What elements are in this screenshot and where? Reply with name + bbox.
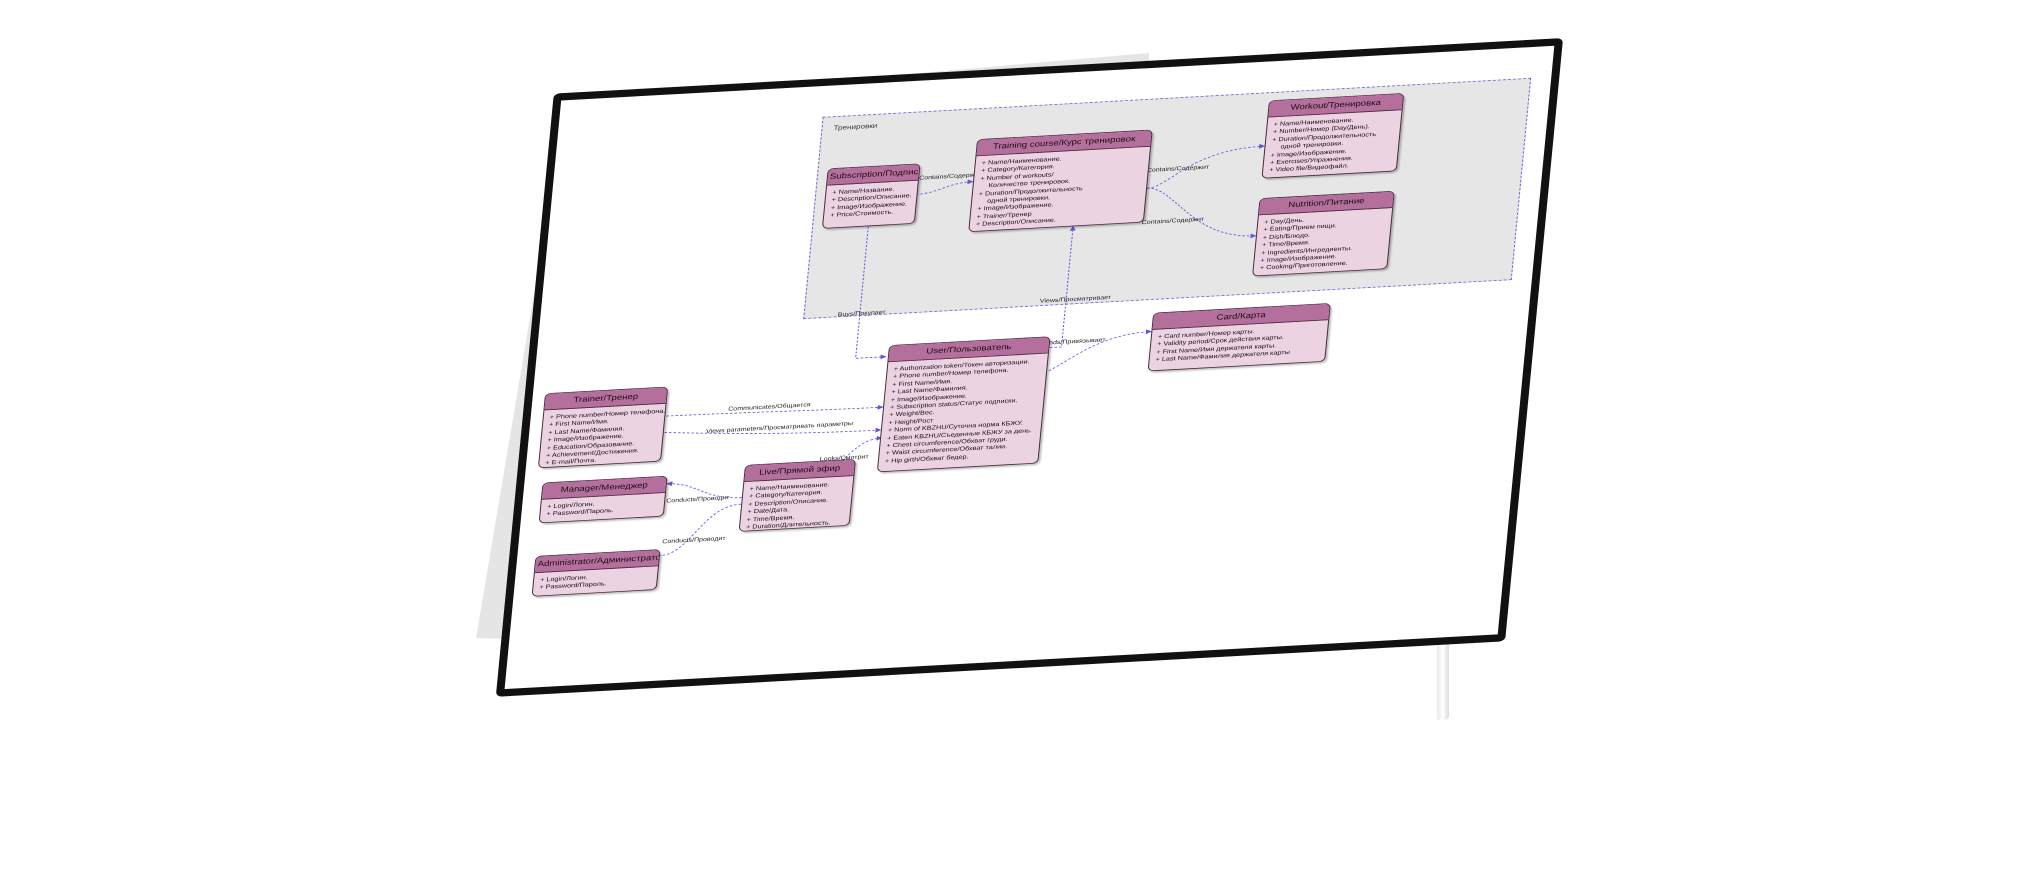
entity-attributes: + Name/Наименование. + Category/Категори… <box>739 476 853 532</box>
link-buys <box>855 222 887 360</box>
relations-layer: Contains/Содержит Contains/Содержит Cont… <box>601 143 1266 557</box>
label-looks: Looks/Смотрит <box>819 454 868 463</box>
entity-attributes: + Name/Наименование. + Number/Номер (Day… <box>1263 110 1402 178</box>
entity-live[interactable]: Live/Прямой эфир + Name/Наименование. + … <box>738 458 856 532</box>
entity-manager[interactable]: Manager/Менеджер + Login/Логин. + Passwo… <box>538 475 668 524</box>
link-contains-course-nutrition <box>1147 187 1257 239</box>
label-views: Views/Просматривает <box>1040 294 1112 304</box>
label-contains-3: Contains/Содержит <box>1141 216 1204 226</box>
entity-attributes: + Authorization token/Токен авторизации.… <box>878 353 1048 468</box>
label-buys: Buys/Покупает <box>837 309 886 318</box>
entity-workout[interactable]: Workout/Тренировка + Name/Наименование. … <box>1261 92 1405 179</box>
link-views <box>1027 225 1076 350</box>
label-views-parameters: Views parameters/Просматривать параметры <box>706 421 854 435</box>
link-contains-sub-course <box>915 179 974 195</box>
label-communicates: Communicates/Общается <box>728 401 812 413</box>
label-contains-1: Contains/Содержит <box>919 172 982 182</box>
entity-attributes: + Phone number/Номер телефона. + First N… <box>539 404 666 469</box>
entity-nutrition[interactable]: Nutrition/Питание + Day/День. + Eating/П… <box>1252 190 1395 277</box>
entity-card[interactable]: Card/Карта + Card number/Номер карты. + … <box>1147 302 1331 372</box>
entity-attributes: + Day/День. + Eating/Прием пищи. + Dish/… <box>1253 208 1392 276</box>
entity-trainer[interactable]: Trainer/Тренер + Phone number/Номер теле… <box>537 386 669 469</box>
entity-training-course[interactable]: Training course/Курс тренировок + Name/Н… <box>968 129 1153 233</box>
label-contains-2: Contains/Содержит <box>1146 164 1209 174</box>
label-conducts-2: Conducts/Проводит <box>662 535 726 545</box>
label-conducts-1: Conducts/Проводит <box>666 495 730 505</box>
label-binds: Binds/Привязывает <box>1042 337 1105 347</box>
entity-attributes: + Name/Название. + Description/Описание.… <box>823 181 917 223</box>
entity-attributes: + Name/Наименование. + Category/Категори… <box>969 147 1150 232</box>
entity-administrator[interactable]: Administrator/Администратор + Login/Логи… <box>531 549 661 597</box>
entity-subscription[interactable]: Subscription/Подписка + Name/Название. +… <box>821 163 921 229</box>
link-conducts-manager <box>666 481 742 499</box>
entity-user[interactable]: User/Пользователь + Authorization token/… <box>876 336 1051 473</box>
link-contains-course-workout <box>1147 143 1266 189</box>
link-conducts-admin <box>659 503 742 557</box>
screen: Тренировки <box>504 45 1555 690</box>
monitor: Тренировки <box>495 38 1564 697</box>
